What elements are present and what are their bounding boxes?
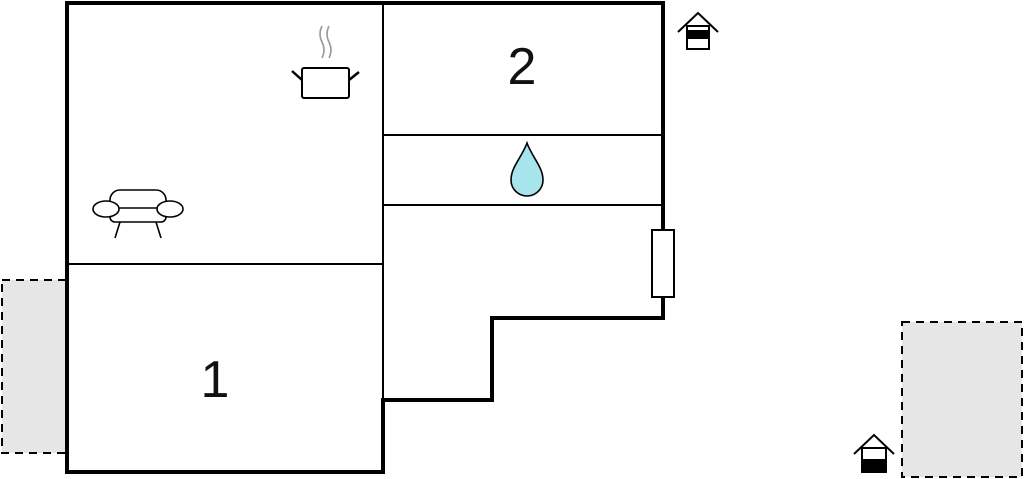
outside-area-left — [1, 279, 67, 454]
outside-area-right — [901, 321, 1023, 478]
room-1-label: 1 — [201, 351, 230, 409]
room-2-label: 2 — [508, 38, 537, 96]
cooking-pot-icon — [291, 25, 360, 99]
water-drop-icon — [510, 140, 544, 197]
house-entrance-icon-outbuilding — [853, 433, 895, 473]
radiator-icon — [651, 229, 675, 298]
sofa-icon — [92, 189, 184, 239]
outer-walls — [65, 1, 665, 474]
house-entrance-icon-main — [677, 11, 719, 50]
